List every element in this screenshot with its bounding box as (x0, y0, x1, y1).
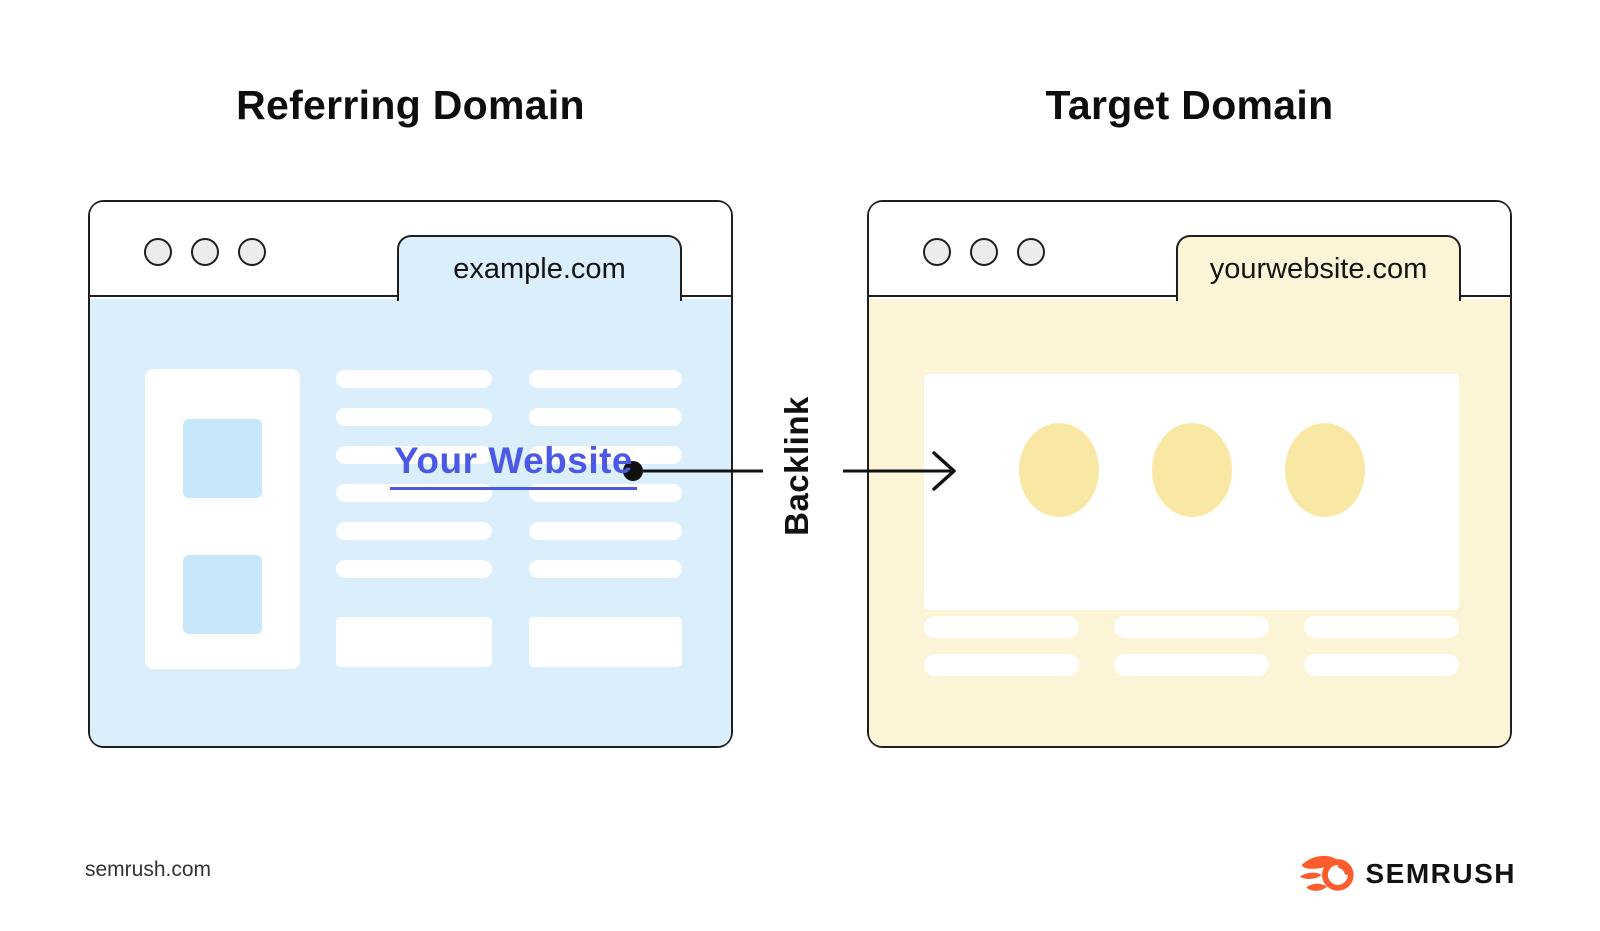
semrush-flame-icon (1300, 855, 1355, 891)
semrush-logo: SEMRUSH (1299, 850, 1516, 898)
window-control-dot-icon (144, 238, 172, 266)
backlink-label: Backlink (778, 396, 815, 536)
text-line-placeholder (1114, 616, 1269, 638)
text-line-placeholder (924, 616, 1079, 638)
text-line-placeholder (924, 654, 1079, 676)
referring-domain-window: example.com Your Website (88, 200, 733, 748)
brand-wordmark: SEMRUSH (1365, 858, 1516, 889)
window-controls (923, 238, 1045, 266)
circle-placeholder (1285, 423, 1365, 517)
image-placeholder (183, 555, 262, 634)
window-control-dot-icon (970, 238, 998, 266)
target-domain-title: Target Domain (1045, 82, 1334, 128)
text-line-placeholder (529, 522, 682, 540)
block-placeholder (336, 617, 492, 667)
window-control-dot-icon (923, 238, 951, 266)
text-line-placeholder (336, 446, 492, 464)
tab-label: example.com (453, 252, 626, 285)
window-controls (144, 238, 266, 266)
source-url: semrush.com (85, 858, 212, 881)
text-line-placeholder (1304, 654, 1459, 676)
image-placeholder (183, 419, 262, 498)
circle-placeholder (1152, 423, 1232, 517)
browser-tab-yourwebsite-com: yourwebsite.com (1176, 235, 1461, 301)
webpage-content-blue (90, 299, 731, 746)
text-line-placeholder (529, 370, 682, 388)
text-line-placeholder (1304, 616, 1459, 638)
text-line-placeholder (336, 522, 492, 540)
window-control-dot-icon (238, 238, 266, 266)
text-line-placeholder (529, 560, 682, 578)
text-line-placeholder (336, 408, 492, 426)
text-line-placeholder (1114, 654, 1269, 676)
text-line-placeholder (529, 408, 682, 426)
webpage-content-yellow (869, 299, 1510, 746)
tab-label: yourwebsite.com (1209, 252, 1428, 285)
window-control-dot-icon (1017, 238, 1045, 266)
text-line-placeholder (529, 446, 682, 464)
your-website-link[interactable]: Your Website (390, 440, 638, 490)
circle-placeholder (1019, 423, 1099, 517)
target-domain-window: yourwebsite.com (867, 200, 1512, 748)
browser-tab-example-com: example.com (397, 235, 682, 301)
block-placeholder (529, 617, 682, 667)
text-line-placeholder (336, 560, 492, 578)
text-line-placeholder (336, 370, 492, 388)
referring-domain-title: Referring Domain (236, 82, 585, 128)
window-control-dot-icon (191, 238, 219, 266)
